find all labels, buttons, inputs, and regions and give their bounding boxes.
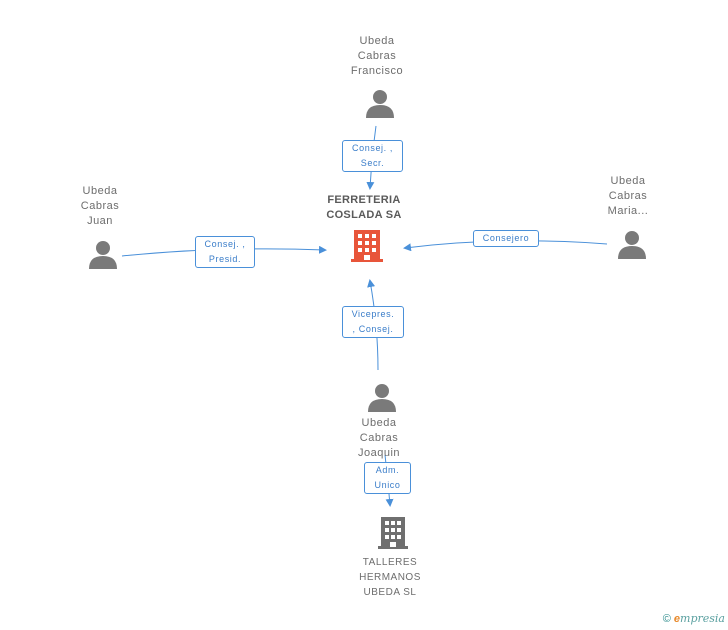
person-bottom-name[interactable]: Ubeda Cabras Joaquin: [329, 416, 429, 461]
role-line: Vicepres.: [351, 309, 395, 319]
person-icon[interactable]: [365, 88, 395, 118]
name-line: Ubeda: [359, 35, 395, 47]
name-line: Cabras: [357, 50, 397, 62]
company-name[interactable]: FERRETERIA COSLADA SA: [314, 193, 414, 223]
person-right-name[interactable]: Ubeda Cabras Maria...: [578, 174, 678, 219]
name-line: Maria...: [607, 205, 649, 217]
person-left-name[interactable]: Ubeda Cabras Juan: [50, 184, 150, 229]
brand-name: mpresia: [680, 612, 725, 625]
role-label-bottom[interactable]: Vicepres. , Consej.: [342, 306, 404, 338]
role-label-right[interactable]: Consejero: [473, 230, 539, 247]
role-line: , Consej.: [352, 324, 394, 334]
person-top-name[interactable]: Ubeda Cabras Francisco: [327, 34, 427, 79]
name-line: Cabras: [359, 432, 399, 444]
name-line: Joaquin: [357, 447, 401, 459]
role-line: Consej. ,: [204, 239, 246, 249]
brand-footer[interactable]: © empresia: [663, 612, 725, 625]
name-line: HERMANOS: [359, 572, 421, 583]
copyright-symbol: ©: [662, 613, 671, 625]
name-line: Ubeda: [361, 417, 397, 429]
name-line: Cabras: [80, 200, 120, 212]
person-icon[interactable]: [367, 382, 397, 412]
name-line: Juan: [87, 215, 113, 227]
building-icon[interactable]: [378, 516, 408, 550]
role-label-company[interactable]: Adm. Unico: [364, 462, 411, 494]
company-name-line1: FERRETERIA: [327, 194, 401, 206]
role-line: Consejero: [482, 233, 530, 243]
role-line: Consej. ,: [352, 143, 393, 153]
company2-name[interactable]: TALLERES HERMANOS UBEDA SL: [340, 555, 440, 600]
role-label-left[interactable]: Consej. , Presid.: [195, 236, 255, 268]
role-label-top[interactable]: Consej. , Secr.: [342, 140, 403, 172]
name-line: Francisco: [350, 65, 404, 77]
name-line: Cabras: [608, 190, 648, 202]
role-line: Secr.: [360, 158, 385, 168]
role-line: Adm.: [375, 465, 400, 475]
name-line: Ubeda: [82, 185, 118, 197]
role-line: Unico: [374, 480, 401, 490]
person-icon[interactable]: [617, 229, 647, 259]
brand-e-logo: e: [673, 613, 681, 625]
name-line: TALLERES: [362, 557, 418, 568]
person-icon[interactable]: [88, 239, 118, 269]
name-line: UBEDA SL: [363, 587, 417, 598]
company-name-line2: COSLADA SA: [326, 209, 402, 221]
name-line: Ubeda: [610, 175, 646, 187]
building-icon[interactable]: [351, 228, 383, 264]
role-line: Presid.: [208, 254, 242, 264]
